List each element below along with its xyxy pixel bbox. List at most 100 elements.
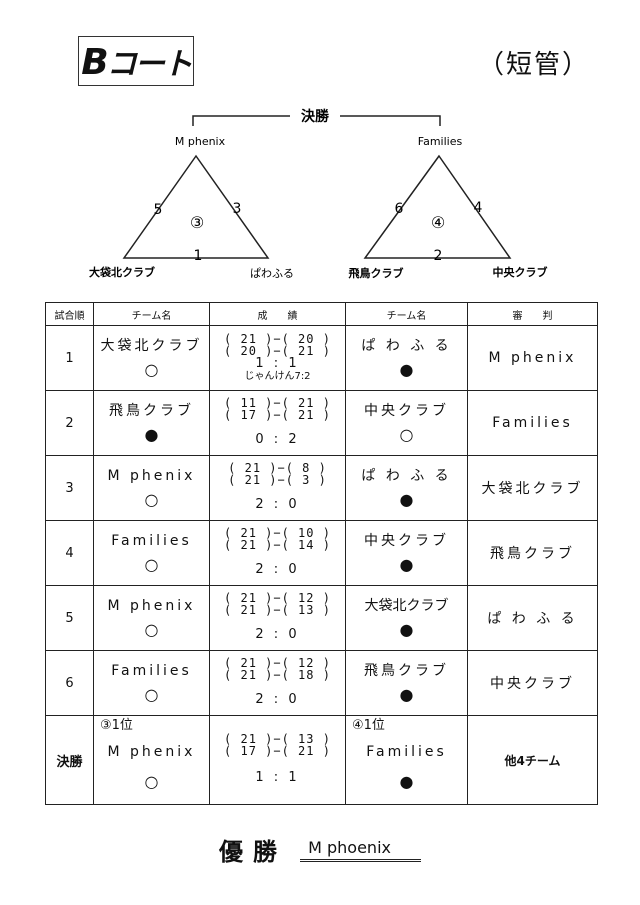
team-b-name: 飛鳥クラブ — [364, 663, 449, 679]
team-a-cell: 大袋北クラブ○ — [93, 325, 210, 391]
team-b-cell: 飛鳥クラブ ● — [345, 650, 468, 716]
header-team-a: チーム名 — [93, 302, 210, 326]
right-edge-right: 4 — [474, 200, 483, 216]
match-total: 2 : 0 — [255, 692, 300, 707]
results-table: 試合順 チーム名 成 績 チーム名 審 判 1 大袋北クラブ○ ( 21 )−(… — [45, 302, 598, 805]
left-bottom-left-team: 大袋北クラブ — [89, 265, 155, 279]
team-b-result-mark: ● — [399, 490, 414, 509]
winner-name: M phoenix — [300, 837, 421, 862]
score-cell: ( 21 )−( 12 )( 21 )−( 18 )2 : 0 — [209, 650, 346, 716]
court-label: Bコート — [81, 39, 192, 83]
right-triangle — [363, 154, 512, 259]
team-a-result-mark: ○ — [144, 490, 159, 509]
referee: Families — [467, 390, 598, 456]
team-a-name: M phenix — [107, 598, 196, 614]
team-b-result-mark: ● — [399, 555, 414, 574]
final-row: 決勝 ③1位 M phenix ○ ( 21 )−( 13 ) ( 17 )−(… — [45, 715, 598, 805]
tube-type: （短管） — [478, 50, 591, 80]
final-team-b-name: Families — [366, 744, 447, 760]
right-bottom-left-team: 飛鳥クラブ — [348, 266, 404, 280]
team-a-name: M phenix — [107, 468, 196, 484]
final-bracket-line-right — [340, 115, 441, 126]
bracket-diagram: 決勝 M phenix 大袋北クラブ ぱわふる 5 3 1 ③ Families… — [89, 108, 548, 280]
right-edge-left: 6 — [395, 201, 404, 217]
match-total: 1 : 1 — [255, 356, 300, 371]
game2-score: ( 21 )−( 14 ) — [224, 538, 331, 552]
final-game1-score: ( 21 )−( 13 ) — [224, 732, 331, 746]
final-label: 決勝 — [301, 108, 330, 125]
team-a-name: Families — [111, 533, 192, 549]
game2-score: ( 17 )−( 21 ) — [224, 408, 331, 422]
right-top-team: Families — [418, 135, 463, 148]
left-edge-right: 3 — [233, 201, 242, 217]
team-b-result-mark: ● — [399, 620, 414, 639]
game2-score: ( 20 )−( 21 ) — [224, 344, 331, 358]
team-b-cell: 中央クラブ○ — [345, 390, 468, 456]
table-header-row: 試合順 チーム名 成 績 チーム名 審 判 — [45, 302, 598, 326]
match-total: 2 : 0 — [255, 562, 300, 577]
team-b-name: ぱ わ ふ る — [361, 338, 452, 354]
score-cell: ( 21 )−( 12 )( 21 )−( 13 )2 : 0 — [209, 585, 346, 651]
court-label-box: Bコート — [78, 36, 194, 86]
referee: 大袋北クラブ — [467, 455, 598, 521]
table-row: 6 Families○ ( 21 )−( 12 )( 21 )−( 18 )2 … — [45, 650, 598, 716]
referee: ぱ わ ふ る — [467, 585, 598, 651]
team-b-result-mark: ○ — [399, 425, 414, 444]
team-b-cell: 中央クラブ ● — [345, 520, 468, 586]
team-a-cell: Families○ — [93, 520, 210, 586]
team-b-name: ぱ わ ふ る — [361, 468, 452, 484]
game1-score: ( 21 )−( 8 ) — [228, 461, 327, 475]
final-team-a-seed: ③1位 — [100, 718, 133, 733]
game2-score: ( 21 )−( 3 ) — [228, 473, 327, 487]
referee: 飛鳥クラブ — [467, 520, 598, 586]
team-a-cell: 飛鳥クラブ● — [93, 390, 210, 456]
team-b-cell: ぱ わ ふ る ● — [345, 455, 468, 521]
team-a-result-mark: ○ — [144, 360, 159, 379]
match-order: 5 — [45, 585, 94, 651]
score-cell: ( 11 )−( 21 )( 17 )−( 21 ) 0 : 2 — [209, 390, 346, 456]
match-total: 2 : 0 — [255, 497, 300, 512]
final-order: 決勝 — [45, 715, 94, 805]
team-a-result-mark: ○ — [144, 685, 159, 704]
match-total: 2 : 0 — [255, 627, 300, 642]
left-bottom-right-team: ぱわふる — [250, 267, 294, 280]
team-a-cell: M phenix ○ — [93, 455, 210, 521]
final-score-cell: ( 21 )−( 13 ) ( 17 )−( 21 ) 1 : 1 — [209, 715, 346, 805]
score-cell: ( 21 )−( 8 )( 21 )−( 3 ) 2 : 0 — [209, 455, 346, 521]
team-b-name: 大袋北クラブ — [364, 598, 449, 614]
team-b-result-mark: ● — [399, 685, 414, 704]
table-row: 2 飛鳥クラブ● ( 11 )−( 21 )( 17 )−( 21 ) 0 : 2… — [45, 390, 598, 456]
referee: 中央クラブ — [467, 650, 598, 716]
match-total: 0 : 2 — [255, 432, 300, 447]
header-order: 試合順 — [45, 302, 94, 326]
final-bracket-line — [192, 115, 290, 126]
team-b-cell: ぱ わ ふ る● — [345, 325, 468, 391]
referee: M phenix — [467, 325, 598, 391]
final-team-a-result-mark: ○ — [144, 772, 159, 791]
left-top-team: M phenix — [175, 135, 226, 148]
left-center-circle-number: ③ — [190, 213, 204, 232]
final-match-total: 1 : 1 — [255, 770, 300, 785]
right-center-circle-number: ④ — [431, 213, 445, 232]
final-team-b-result-mark: ● — [399, 772, 414, 791]
tiebreak-note: じゃんけん7:2 — [244, 371, 311, 382]
court-letter: B — [81, 42, 108, 83]
final-team-a-name: M phenix — [107, 744, 196, 760]
header-referee: 審 判 — [467, 302, 598, 326]
match-order: 1 — [45, 325, 94, 391]
game1-score: ( 11 )−( 21 ) — [224, 396, 331, 410]
final-game2-score: ( 17 )−( 21 ) — [224, 744, 331, 758]
final-team-b-seed: ④1位 — [352, 718, 385, 733]
header-team-b: チーム名 — [345, 302, 468, 326]
match-order: 2 — [45, 390, 94, 456]
final-referee: 他4チーム — [467, 715, 598, 805]
team-a-cell: M phenix○ — [93, 585, 210, 651]
game1-score: ( 21 )−( 20 ) — [224, 332, 331, 346]
game2-score: ( 21 )−( 13 ) — [224, 603, 331, 617]
game1-score: ( 21 )−( 12 ) — [224, 656, 331, 670]
winner-label: 優勝 — [219, 838, 288, 866]
team-b-name: 中央クラブ — [364, 533, 449, 549]
score-cell: ( 21 )−( 10 )( 21 )−( 14 )2 : 0 — [209, 520, 346, 586]
table-row: 3 M phenix○ ( 21 )−( 8 )( 21 )−( 3 )2 : … — [45, 455, 598, 521]
